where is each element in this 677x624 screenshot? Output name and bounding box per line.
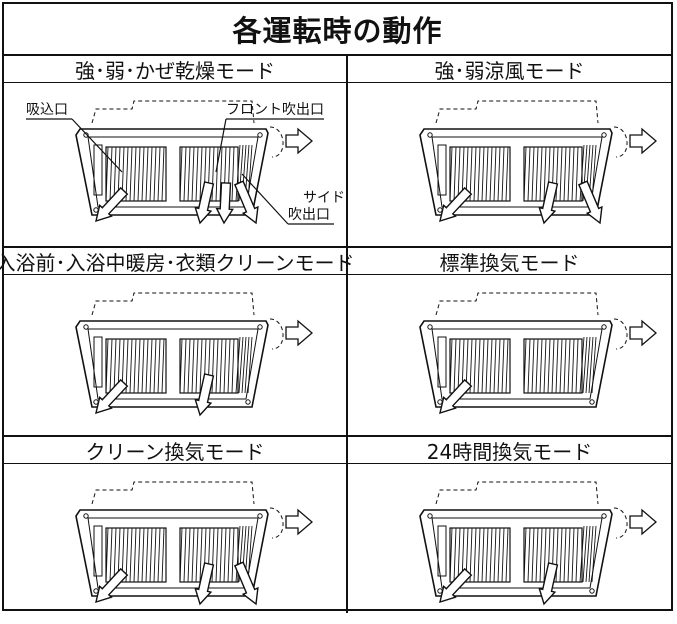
unit-illustration-5	[4, 464, 334, 624]
mode-header-6: 24時間換気モード	[348, 437, 671, 464]
callout-front-outlet: フロント吹出口	[226, 102, 324, 118]
mode-header-3: 入浴前･入浴中暖房･衣類クリーンモード	[0, 248, 355, 275]
unit-illustration-3	[4, 275, 334, 435]
row-separator	[4, 246, 671, 248]
modes-diagram: 各運転時の動作 強･弱･かぜ乾燥モード 強･弱涼風モード 入浴前･入浴中暖房･衣…	[0, 2, 673, 613]
mode-header-4: 標準換気モード	[348, 248, 671, 275]
mode-header-2: 強･弱涼風モード	[348, 56, 671, 83]
mode-header-5: クリーン換気モード	[4, 437, 346, 464]
mode-header-1: 強･弱･かぜ乾燥モード	[4, 56, 346, 83]
unit-illustration-4	[348, 275, 677, 435]
row-separator	[4, 435, 671, 437]
unit-illustration-2	[348, 83, 677, 243]
column-divider	[346, 56, 348, 613]
unit-illustration-6	[348, 464, 677, 624]
diagram-title: 各運転時の動作	[4, 4, 671, 56]
callout-side-outlet-1: サイド	[303, 190, 345, 206]
callout-intake: 吸込口	[26, 102, 68, 118]
callout-leaders	[26, 118, 334, 225]
callout-side-outlet-2: 吹出口	[288, 207, 330, 223]
